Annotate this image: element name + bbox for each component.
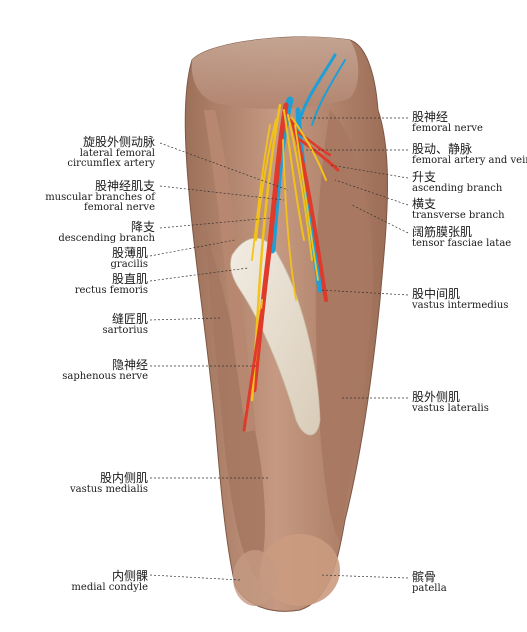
- label-gracilis: 股薄肌 gracilis: [111, 247, 148, 270]
- label-en: vastus intermedius: [412, 299, 509, 311]
- label-zh: 髌骨: [412, 570, 437, 584]
- label-en: saphenous nerve: [62, 370, 148, 382]
- label-transverse-branch: 横支 transverse branch: [412, 198, 505, 221]
- label-descending-branch: 降支 descending branch: [58, 221, 155, 244]
- label-en: descending branch: [58, 232, 155, 244]
- patella-shape: [260, 534, 340, 606]
- label-zh: 横支: [412, 197, 437, 211]
- label-medial-condyle: 内侧髁 medial condyle: [71, 570, 148, 593]
- label-zh: 股神经肌支: [94, 179, 155, 193]
- label-zh: 股动、静脉: [412, 142, 473, 156]
- medial-condyle-shape: [233, 550, 277, 606]
- sartorius-shape: [204, 110, 256, 432]
- label-sartorius: 缝匠肌 sartorius: [103, 313, 148, 336]
- label-en: sartorius: [102, 324, 148, 336]
- label-en: femoral nerve: [412, 122, 483, 134]
- label-vastus-medialis: 股内侧肌 vastus medialis: [70, 472, 148, 495]
- label-muscular-branches-femoral-nerve: 股神经肌支 muscular branches of femoral nerve: [45, 180, 155, 214]
- label-femoral-artery-vein: 股动、静脉 femoral artery and vein: [412, 143, 527, 166]
- label-en: femoral nerve: [84, 202, 155, 214]
- label-zh: 股中间肌: [412, 287, 461, 301]
- label-en: circumflex artery: [67, 158, 155, 170]
- label-en: muscular branches of: [45, 191, 155, 203]
- vastus-medialis-shape: [205, 230, 266, 580]
- label-zh: 隐神经: [111, 358, 148, 372]
- label-saphenous-nerve: 隐神经 saphenous nerve: [62, 359, 148, 382]
- label-en: medial condyle: [71, 581, 148, 593]
- label-rectus-femoris: 股直肌 rectus femoris: [75, 273, 148, 296]
- label-en: gracilis: [110, 258, 148, 270]
- label-en: patella: [412, 582, 447, 594]
- label-patella: 髌骨 patella: [412, 571, 447, 594]
- label-zh: 升支: [412, 170, 437, 184]
- label-zh: 股外侧肌: [412, 390, 461, 404]
- vastus-lateralis-shape: [315, 110, 373, 540]
- label-en: transverse branch: [412, 209, 505, 221]
- label-vastus-intermedius: 股中间肌 vastus intermedius: [412, 288, 508, 311]
- label-lateral-femoral-circumflex-artery: 旋股外侧动脉 lateral femoral circumflex artery: [67, 136, 155, 170]
- label-en: vastus lateralis: [412, 402, 489, 414]
- label-en: rectus femoris: [74, 284, 148, 296]
- leader-lines-right: [300, 117, 409, 579]
- proximal-cut-surface: [191, 36, 359, 109]
- label-en: lateral femoral: [79, 147, 155, 159]
- label-zh: 降支: [130, 220, 155, 234]
- label-en: tensor fasciae latae: [412, 237, 512, 249]
- label-zh: 缝匠肌: [111, 312, 148, 326]
- label-zh: 股神经: [412, 110, 449, 124]
- neurovascular-bundle: [242, 53, 346, 432]
- label-en: femoral artery and vein: [412, 154, 527, 166]
- leader-lines-left: [149, 142, 289, 581]
- label-vastus-lateralis: 股外侧肌 vastus lateralis: [412, 391, 489, 414]
- label-zh: 股直肌: [111, 272, 148, 286]
- label-en: ascending branch: [412, 182, 503, 194]
- label-zh: 阔筋膜张肌: [412, 225, 473, 239]
- label-zh: 股内侧肌: [99, 471, 148, 485]
- label-tensor-fasciae-latae: 阔筋膜张肌 tensor fasciae latae: [412, 226, 511, 249]
- label-zh: 股薄肌: [111, 246, 148, 260]
- label-femoral-nerve: 股神经 femoral nerve: [412, 111, 483, 134]
- label-en: vastus medialis: [69, 483, 148, 495]
- label-ascending-branch: 升支 ascending branch: [412, 171, 502, 194]
- label-zh: 旋股外侧动脉: [82, 135, 155, 149]
- label-zh: 内侧髁: [111, 569, 148, 583]
